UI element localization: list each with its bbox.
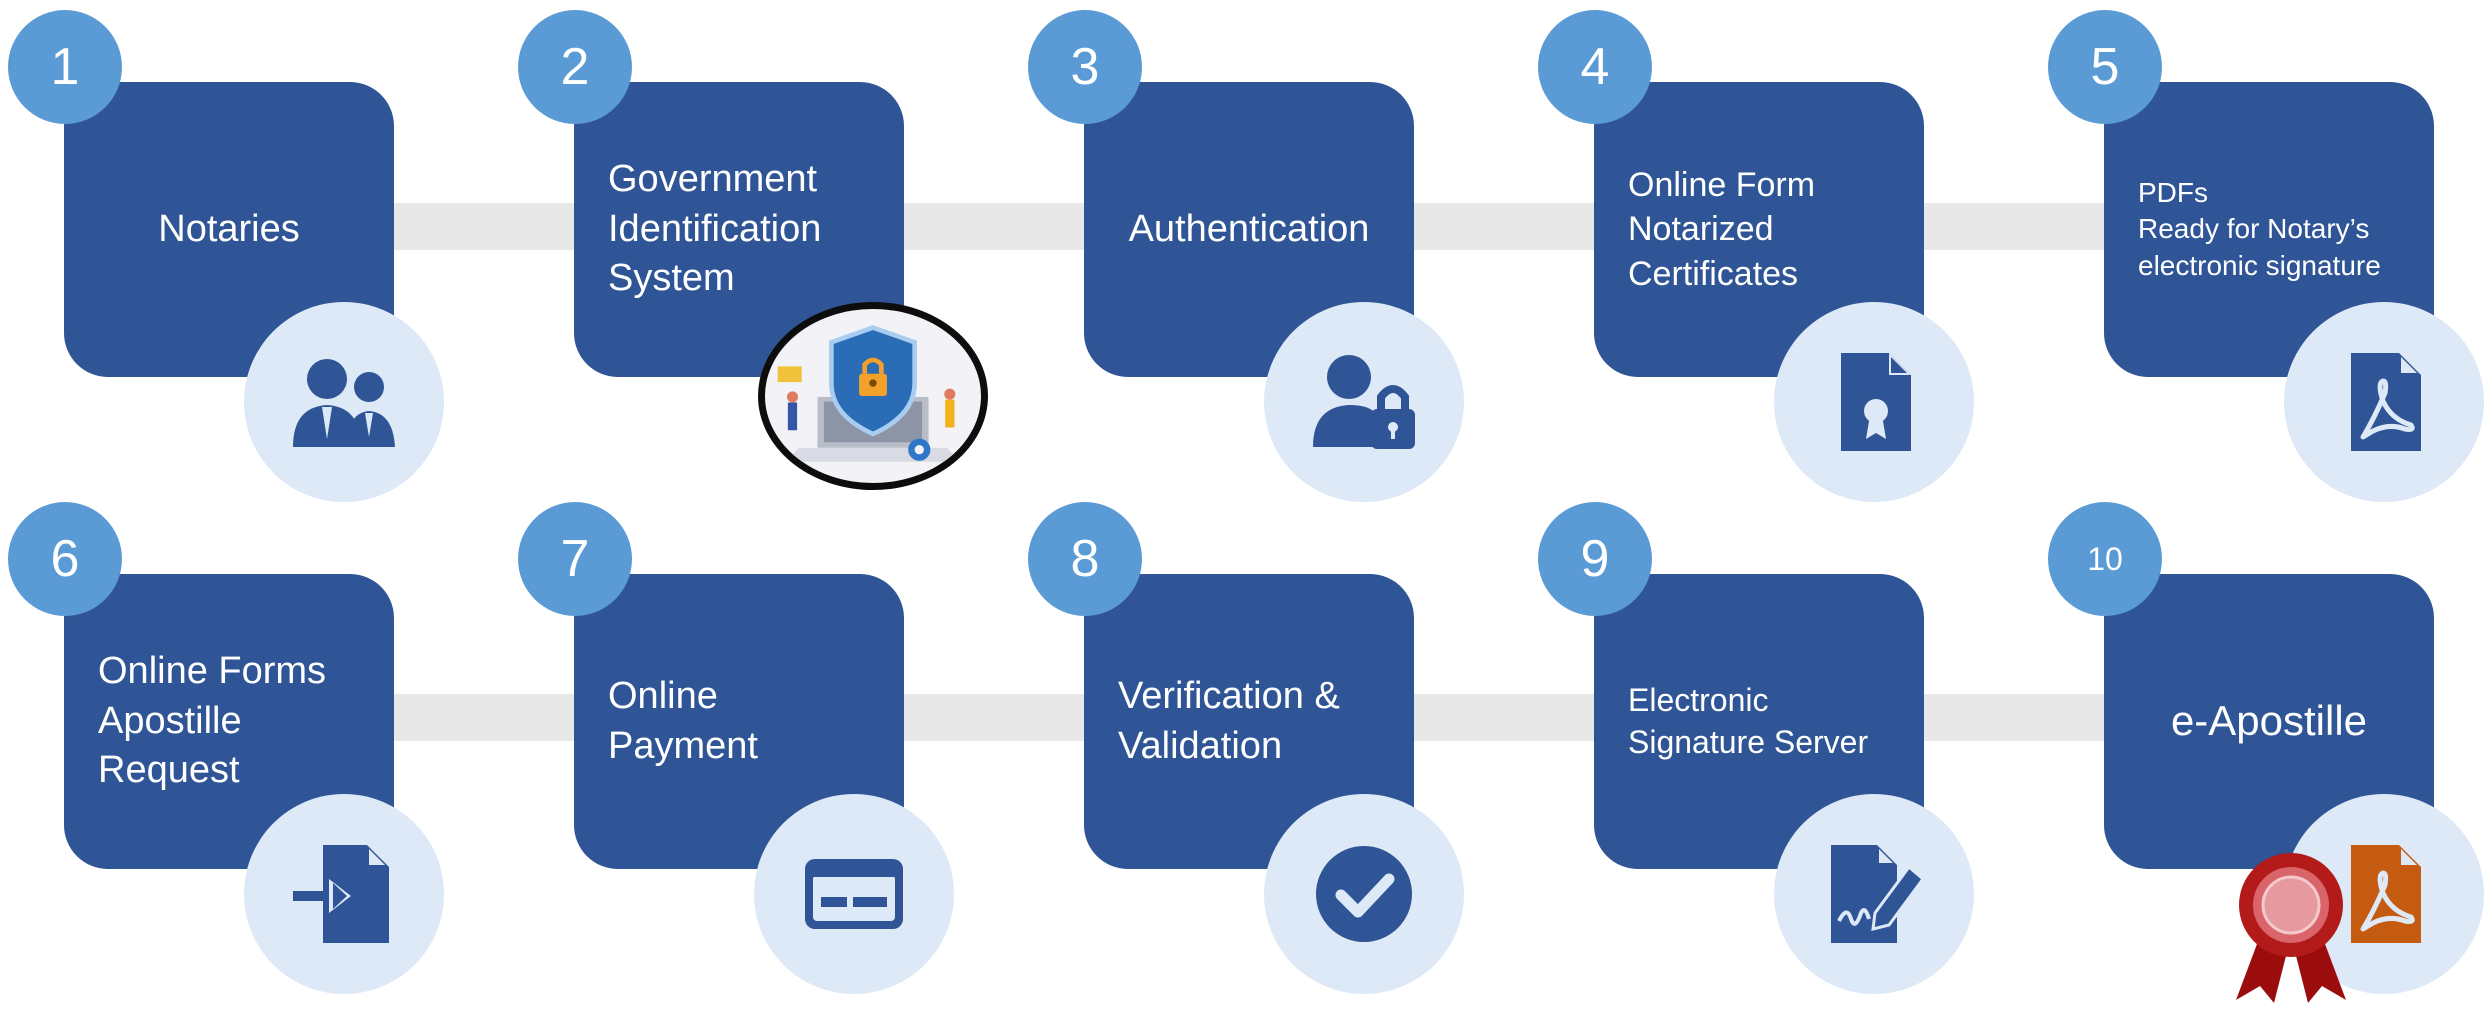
step-10: e-Apostille 10 [2048,502,2484,1022]
user-lock-icon [1264,302,1464,502]
file-signature-icon [1774,794,1974,994]
credit-card-icon [754,794,954,994]
step-number-badge: 4 [1538,10,1652,124]
step-title: PDFs Ready for Notary’s electronic signa… [2138,176,2381,281]
step-number-badge: 6 [8,502,122,616]
step-title: Government Identification System [608,158,822,300]
file-import-icon [244,794,444,994]
connector-bar [1410,694,1610,741]
users-icon [244,302,444,502]
step-title: e-Apostille [2170,697,2368,745]
step-number-badge: 7 [518,502,632,616]
step-4: Online Form Notarized Certificates 4 [1538,10,2058,530]
step-title: Online Form Notarized Certificates [1628,166,1816,293]
step-9: Electronic Signature Server 9 [1538,502,2058,1022]
connector-bar [380,694,580,741]
step-number-badge: 5 [2048,10,2162,124]
step-number-badge: 9 [1538,502,1652,616]
step-number-badge: 1 [8,10,122,124]
step-2: Government Identification System 2 [518,10,1038,530]
step-title: Notaries [158,207,300,250]
certificate-file-icon [1774,302,1974,502]
step-5: PDFs Ready for Notary’s electronic signa… [2048,10,2484,530]
connector-bar [1920,694,2130,741]
step-card: Online Payment [574,574,904,869]
step-title: Online Forms Apostille Request [98,650,327,792]
step-7: Online Payment 7 [518,502,1038,1022]
connector-bar [1920,203,2130,250]
connector-bar [380,203,580,250]
check-circle-icon [1264,794,1464,994]
connector-bar [890,694,1100,741]
step-8: Verification & Validation 8 [1028,502,1548,1022]
step-title: Authentication [1128,207,1370,250]
security-laptop-illustration [758,302,988,490]
step-number-badge: 8 [1028,502,1142,616]
step-card: Verification & Validation [1084,574,1414,869]
step-title: Online Payment [608,675,758,767]
step-1: Notaries 1 [8,10,528,530]
step-3: Authentication 3 [1028,10,1548,530]
connector-bar [1410,203,1610,250]
step-title: Verification & Validation [1118,675,1340,767]
wax-seal-ribbon-icon [2236,853,2346,1003]
step-6: Online Forms Apostille Request 6 [8,502,528,1022]
step-card: Online Forms Apostille Request [64,574,394,869]
step-number-badge: 2 [518,10,632,124]
connector-bar [890,203,1100,250]
pdf-file-icon [2284,302,2484,502]
step-title: Electronic Signature Server [1628,681,1869,760]
step-number-badge: 3 [1028,10,1142,124]
step-number-badge: 10 [2048,502,2162,616]
